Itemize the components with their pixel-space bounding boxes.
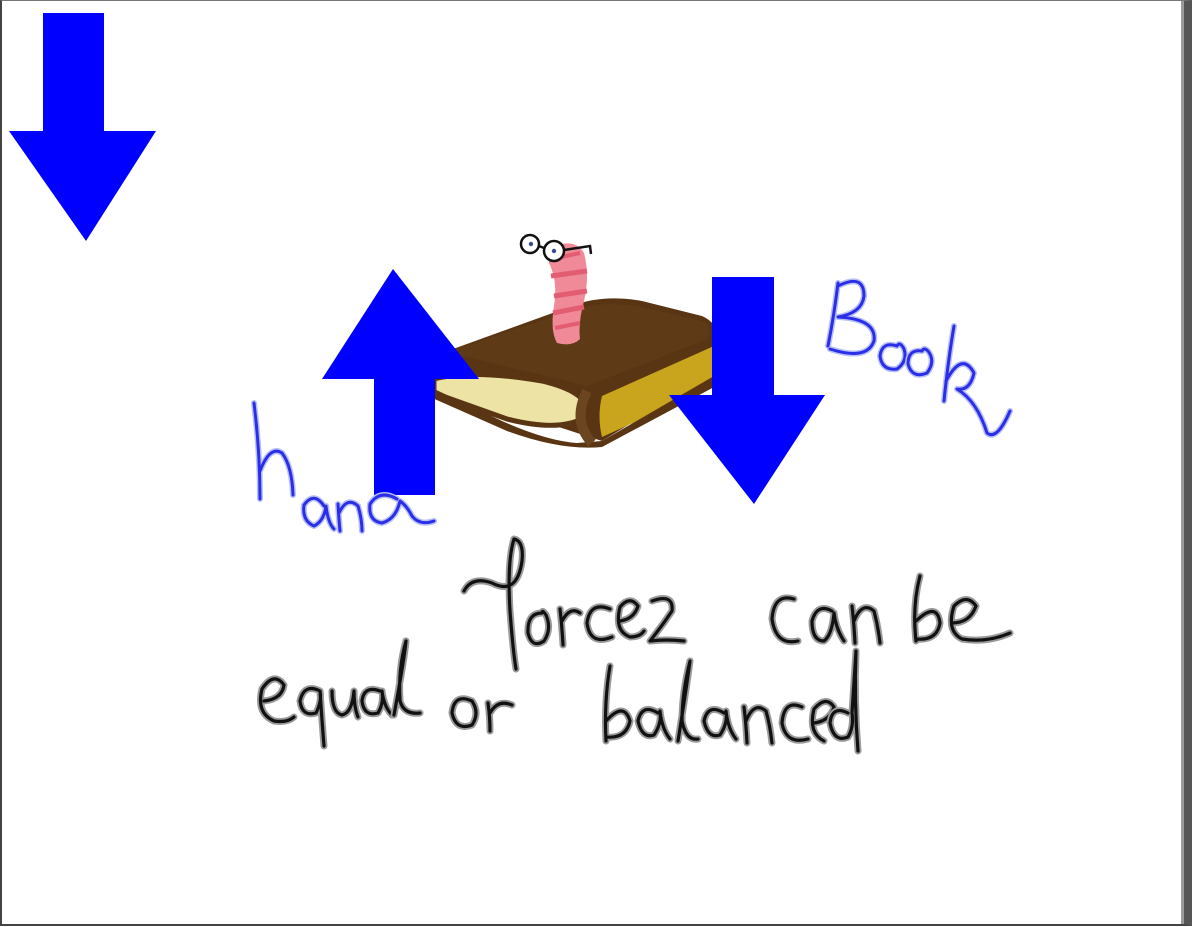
forces-line (460, 535, 1014, 673)
arrow-up-hand[interactable] (322, 269, 479, 495)
balanced-line (257, 637, 862, 755)
arrow-down-corner[interactable] (9, 13, 156, 241)
book-label (825, 278, 1013, 438)
canvas-edge (1181, 1, 1184, 924)
hand-label (251, 400, 437, 534)
arrow-down-book[interactable] (669, 277, 825, 504)
bookworm-icon[interactable] (430, 233, 719, 448)
